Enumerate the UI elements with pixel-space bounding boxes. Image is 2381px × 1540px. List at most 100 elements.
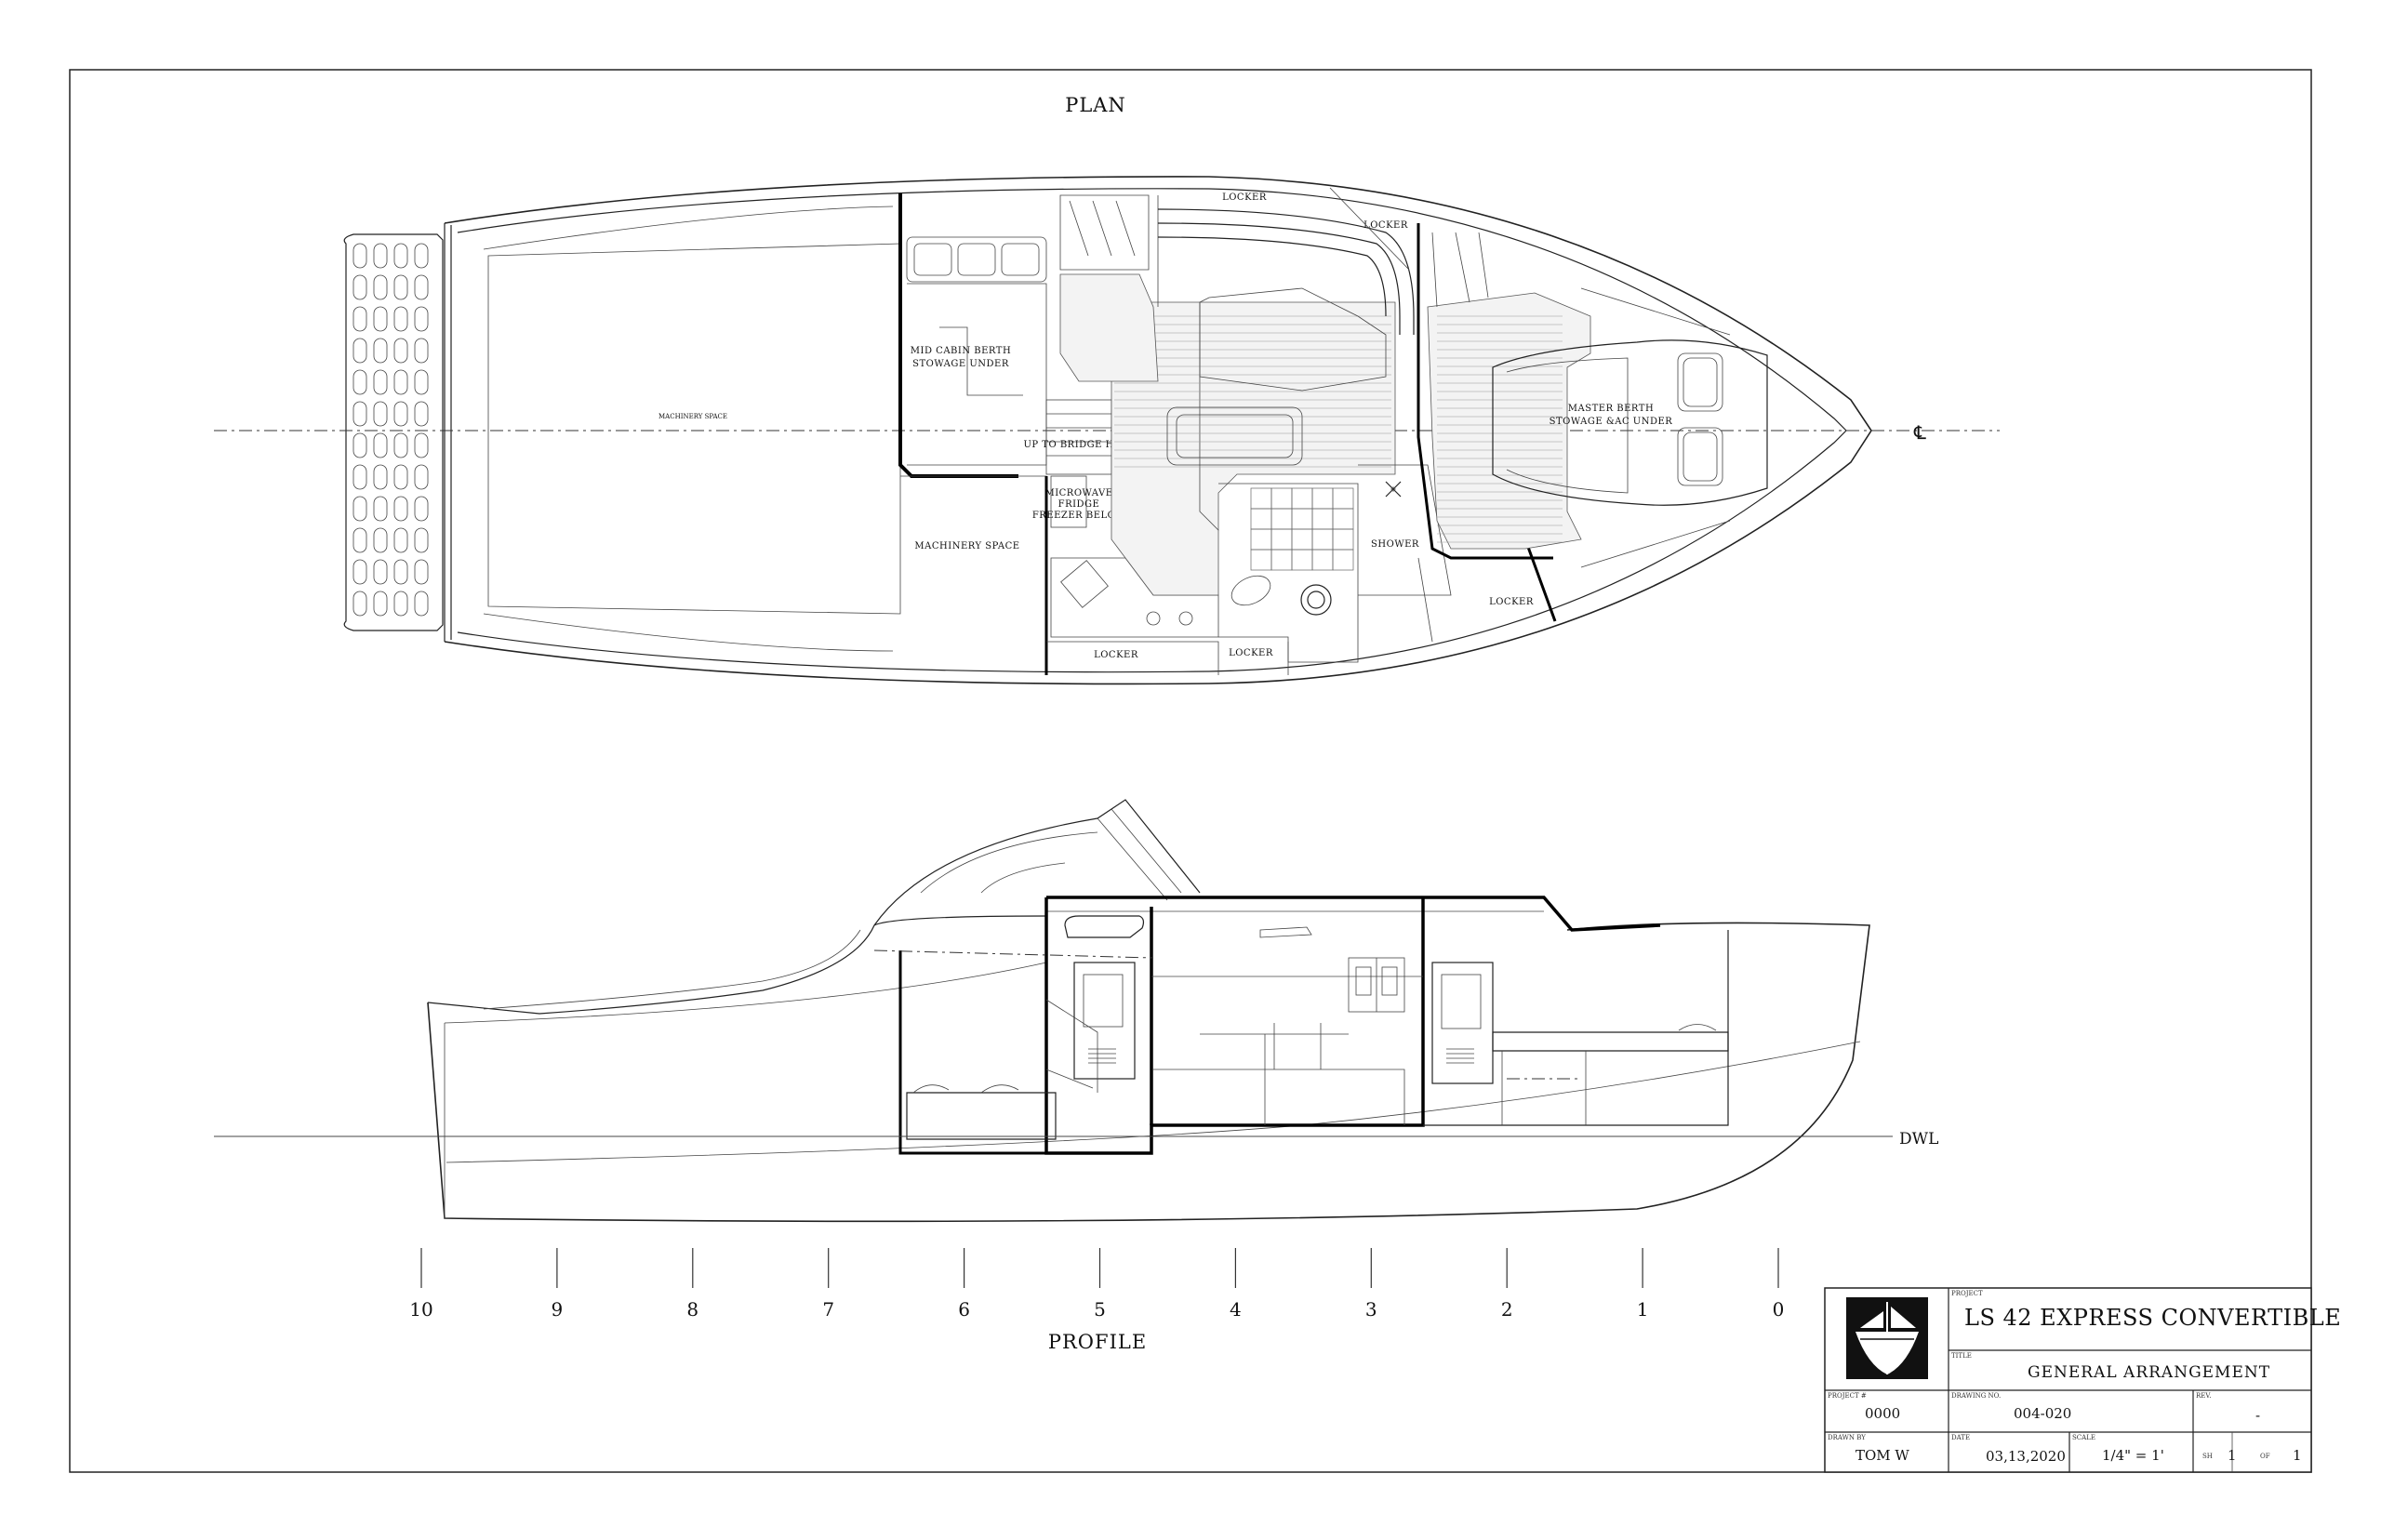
forward-cabin-deck — [1427, 232, 1591, 550]
platform-slot — [373, 464, 388, 490]
platform-slot — [414, 591, 429, 617]
mid-cabin: MID CABIN BERTH STOWAGE UNDER — [906, 236, 1047, 466]
platform-slot — [373, 559, 388, 585]
centerline-symbol: ℄ — [1913, 421, 1926, 444]
station-label: 10 — [409, 1298, 432, 1321]
platform-slot — [352, 496, 367, 522]
head-tile — [1291, 549, 1313, 571]
platform-slot — [393, 274, 408, 300]
label-microwave: MICROWAVE — [1044, 488, 1112, 498]
project-name: LS 42 EXPRESS CONVERTIBLE — [1964, 1305, 2341, 1331]
head-tile — [1291, 508, 1313, 530]
label-mid-cabin-1: MID CABIN BERTH — [911, 346, 1011, 356]
head — [1218, 483, 1359, 663]
platform-slot — [352, 401, 367, 427]
platform-slot — [352, 306, 367, 332]
platform-slot — [352, 338, 367, 364]
aft-seat-block — [1059, 194, 1159, 382]
head-tile — [1270, 508, 1293, 530]
label-freezer: FREEZER BELOW — [1032, 511, 1126, 521]
dinette — [1157, 195, 1415, 466]
platform-slot — [393, 559, 408, 585]
platform-slot — [414, 432, 429, 458]
platform-slot — [414, 306, 429, 332]
title-label: TITLE — [1951, 1352, 1972, 1360]
platform-slot — [393, 401, 408, 427]
label-locker-top-1: LOCKER — [1222, 192, 1267, 203]
platform-slot — [414, 401, 429, 427]
plan-view: ℄ MACHINERY SPACE MID CABIN BERTH STOWAG… — [214, 176, 2000, 685]
company-logo — [1846, 1297, 1928, 1379]
platform-slot — [393, 496, 408, 522]
of-label: OF — [2260, 1453, 2270, 1460]
platform-slot — [414, 464, 429, 490]
head-tile — [1250, 508, 1272, 530]
head-tile — [1270, 549, 1293, 571]
shower: SHOWER — [1358, 464, 1452, 596]
date: 03,13,2020 — [1986, 1448, 2066, 1465]
label-machinery-space: MACHINERY SPACE — [914, 541, 1019, 551]
platform-slot — [393, 591, 408, 617]
plan-title: PLAN — [1065, 94, 1126, 116]
platform-slot — [393, 306, 408, 332]
platform-slot — [414, 559, 429, 585]
aft-bulkhead — [898, 193, 1018, 478]
of: 1 — [2293, 1447, 2302, 1464]
platform-slot — [373, 591, 388, 617]
label-master-2: STOWAGE &AC UNDER — [1550, 417, 1673, 427]
swim-platform — [343, 233, 444, 631]
head-tile — [1332, 549, 1354, 571]
head-tile — [1332, 508, 1354, 530]
sheet: 1 — [2228, 1447, 2237, 1464]
platform-slot — [352, 274, 367, 300]
cabin-top — [1046, 896, 1661, 932]
platform-slot — [373, 401, 388, 427]
head-tile — [1291, 528, 1313, 551]
platform-slot — [414, 338, 429, 364]
door-aft — [1073, 962, 1136, 1080]
platform-slot — [373, 527, 388, 553]
forward-bulkhead — [1417, 223, 1553, 560]
label-master-1: MASTER BERTH — [1568, 404, 1654, 414]
label-mid-cabin-2: STOWAGE UNDER — [912, 359, 1009, 369]
station-label: 8 — [686, 1298, 698, 1321]
station-label: 0 — [1773, 1298, 1785, 1321]
head-tile — [1311, 528, 1334, 551]
head-tile — [1332, 487, 1354, 510]
head-tile — [1291, 487, 1313, 510]
station-label: 1 — [1637, 1298, 1649, 1321]
platform-slot — [414, 369, 429, 395]
platform-slot — [414, 274, 429, 300]
platform-slot — [352, 591, 367, 617]
title-block: PROJECT LS 42 EXPRESS CONVERTIBLE TITLE … — [1824, 1287, 2341, 1473]
head-tile — [1311, 487, 1334, 510]
drawing-title: GENERAL ARRANGEMENT — [2028, 1363, 2270, 1382]
head-tile — [1311, 549, 1334, 571]
platform-slot — [373, 496, 388, 522]
project-no-label: PROJECT # — [1828, 1392, 1867, 1400]
label-locker-bottom-2: LOCKER — [1229, 648, 1273, 658]
head-tile — [1332, 528, 1354, 551]
platform-slot — [352, 369, 367, 395]
platform-slot — [393, 338, 408, 364]
platform-slot — [393, 527, 408, 553]
head-tile — [1311, 508, 1334, 530]
drawn-by-label: DRAWN BY — [1828, 1434, 1866, 1441]
scale-label: SCALE — [2072, 1434, 2095, 1441]
station-label: 4 — [1230, 1298, 1242, 1321]
platform-slot — [393, 243, 408, 269]
label-locker-bottom-1: LOCKER — [1094, 650, 1138, 660]
platform-slot — [373, 274, 388, 300]
station-label: 5 — [1094, 1298, 1106, 1321]
profile-title: PROFILE — [1048, 1331, 1147, 1353]
platform-slot — [352, 559, 367, 585]
platform-slot — [393, 369, 408, 395]
station-label: 9 — [552, 1298, 564, 1321]
profile-hull — [427, 922, 1870, 1223]
drawing-no-label: DRAWING NO. — [1951, 1392, 2001, 1400]
platform-slot — [352, 432, 367, 458]
platform-slot — [352, 527, 367, 553]
